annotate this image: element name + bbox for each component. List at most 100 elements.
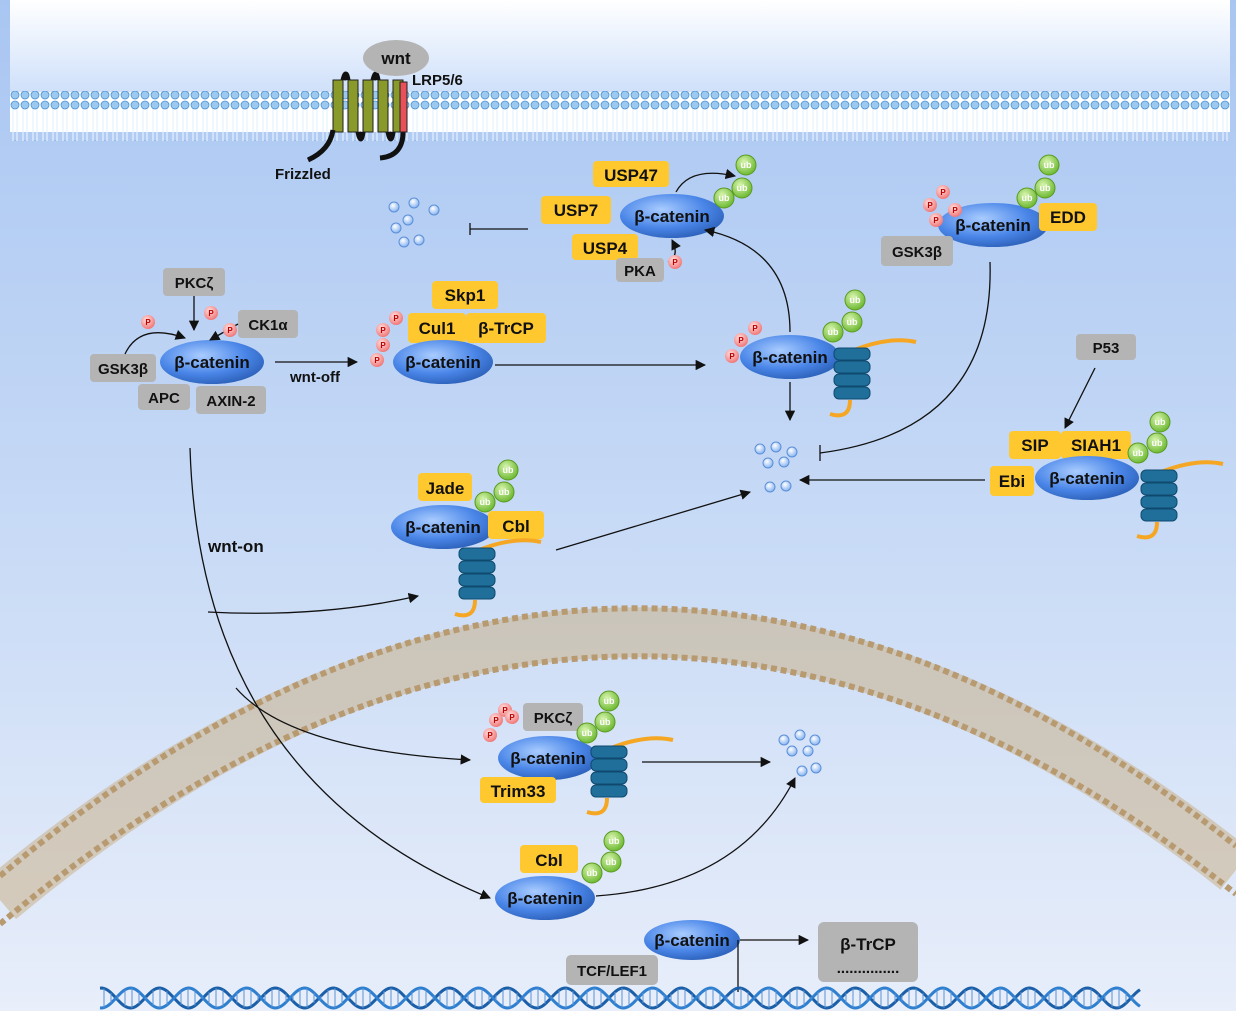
proteasome-ring — [1140, 495, 1178, 509]
gsk3b-edd-box — [881, 236, 953, 266]
amino-acid-dot — [796, 765, 808, 777]
ubiquitin-label: ub — [741, 160, 752, 170]
ubiquitin-label: ub — [604, 696, 615, 706]
ubiquitin-label: ub — [609, 836, 620, 846]
p53-box — [1076, 334, 1136, 360]
ubiquitin-mark — [598, 690, 620, 712]
apc-label: APC — [148, 390, 180, 407]
inhibition-left — [469, 223, 528, 235]
ubiquitin-label: ub — [1022, 193, 1033, 203]
phosphate-label: P — [393, 314, 399, 323]
beta-catenin-label: β-catenin — [174, 353, 250, 372]
cbl-box — [488, 511, 544, 539]
wnt-off-label: wnt-off — [289, 369, 341, 386]
ubiquitin-mark — [594, 711, 616, 733]
phosphate-mark — [141, 315, 155, 329]
beta-catenin-label: β-catenin — [507, 889, 583, 908]
phosphate-mark — [923, 198, 937, 212]
phosphate-label: P — [752, 324, 758, 333]
ebi-box — [990, 466, 1034, 496]
beta-catenin-siah — [1035, 456, 1139, 500]
amino-acid-dot — [802, 745, 814, 757]
cul1-box — [408, 313, 466, 343]
proteasome-ring — [590, 745, 628, 759]
ubiquitin-mark — [576, 722, 598, 744]
peptide-tail — [1136, 521, 1159, 540]
beta-catenin-label: β-catenin — [405, 353, 481, 372]
ubiquitin-label: ub — [587, 868, 598, 878]
btrcp-label: β-TrCP — [478, 319, 534, 338]
amino-acid-dot — [754, 443, 766, 455]
beta-catenin-edd — [938, 203, 1048, 247]
cul1-label: Cul1 — [419, 319, 456, 338]
gsk3b-box — [90, 354, 156, 382]
nuclear-membrane-outer — [0, 605, 1236, 879]
pkc-box — [163, 268, 225, 296]
ubiquitin-label: ub — [1133, 448, 1144, 458]
peptide-tail — [829, 399, 852, 418]
pkc-label: PKCζ — [175, 275, 214, 292]
rescue-arrow — [703, 226, 791, 333]
usp4-box — [572, 234, 638, 260]
ubiquitin-mark — [600, 851, 622, 873]
phosphate-mark — [505, 710, 519, 724]
cbl-label: Cbl — [502, 517, 529, 536]
phosphate-label: P — [502, 706, 508, 715]
phosphate-mark — [668, 255, 682, 269]
target-gene-label: β-TrCP — [840, 935, 896, 954]
phosphate-label: P — [509, 713, 515, 722]
ubiquitin-mark — [474, 491, 496, 513]
proteasome-ring — [590, 784, 628, 798]
amino-acid-dot — [778, 456, 790, 468]
usp7-label: USP7 — [554, 201, 598, 220]
phosphate-mark — [376, 323, 390, 337]
amino-acid-dot — [780, 480, 792, 492]
skp1-box — [432, 281, 498, 309]
phosphate-label: P — [208, 309, 214, 318]
phosphate-label: P — [927, 201, 933, 210]
ubiquitin-mark — [735, 154, 757, 176]
phosphate-label: P — [493, 716, 499, 725]
plasma-membrane — [10, 91, 1230, 141]
phosphate-label: P — [227, 326, 233, 335]
peptide-tail — [586, 797, 609, 816]
sip-label: SIP — [1021, 436, 1048, 455]
lrp-coreceptor — [399, 81, 408, 133]
gsk3b-label: GSK3β — [98, 361, 148, 378]
usp7-box — [541, 196, 611, 224]
ubiquitin-mark — [1016, 187, 1038, 209]
tcf-box — [566, 955, 658, 985]
beta-catenin-label: β-catenin — [752, 348, 828, 367]
beta-catenin-label: β-catenin — [405, 518, 481, 537]
amino-acid-dot — [770, 441, 782, 453]
ubiquitin-mark — [731, 177, 753, 199]
jade-label: Jade — [426, 479, 465, 498]
proteasome-ring — [458, 573, 496, 587]
usp47-box — [593, 161, 669, 187]
amino-acid-dot — [764, 481, 776, 493]
proteasome-ring — [1140, 508, 1178, 522]
proteasome-ring — [458, 560, 496, 574]
ubiquitin-mark — [1149, 411, 1171, 433]
ubiquitin-label: ub — [1155, 417, 1166, 427]
frizzled-label: Frizzled — [275, 166, 331, 183]
usp4-label: USP4 — [583, 239, 628, 258]
amino-acid-dot — [786, 745, 798, 757]
cbl-nuclear-box — [520, 845, 578, 873]
amino-acid-dot — [794, 729, 806, 741]
phosphate-mark — [929, 213, 943, 227]
ck1-label: CK1α — [248, 317, 288, 334]
extracellular-space — [10, 0, 1230, 92]
ubiquitin-label: ub — [606, 857, 617, 867]
proteasome-ring — [833, 347, 871, 361]
beta-catenin-jade — [391, 505, 495, 549]
beta-catenin-label: β-catenin — [955, 216, 1031, 235]
amino-acid-dot — [413, 234, 425, 246]
proteasome-ring — [590, 758, 628, 772]
lrp-label: LRP5/6 — [412, 72, 463, 89]
siah1-box — [1061, 431, 1131, 459]
ubiquitin-mark — [497, 459, 519, 481]
proteasome-ring — [1140, 469, 1178, 483]
